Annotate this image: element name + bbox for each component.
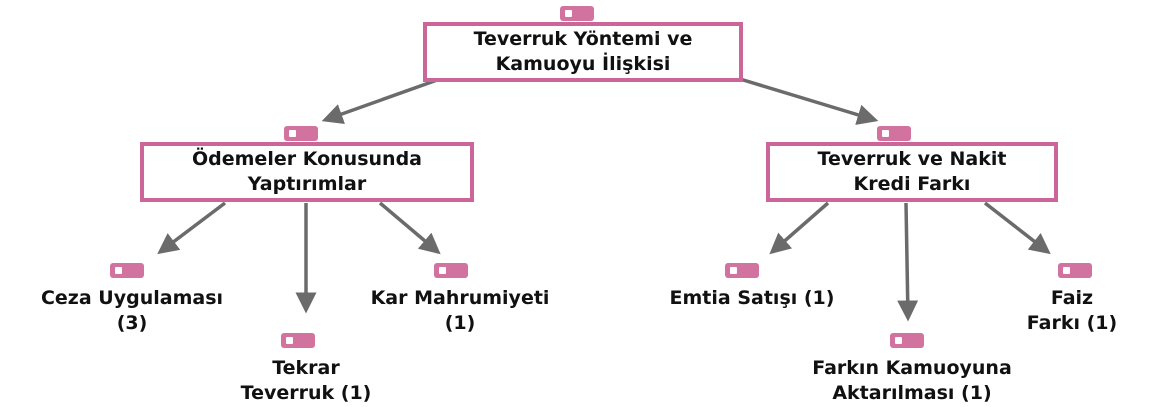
branch-node-label: Teverruk ve Nakit Kredi Farkı — [817, 148, 1007, 195]
leaf-node-faiz[interactable]: Faiz Farkı (1) — [1026, 287, 1118, 334]
arrow-root-to-branch-left — [321, 77, 441, 125]
pink-label-tag-icon — [877, 126, 911, 141]
branch-node-payment-sanctions[interactable]: Ödemeler Konusunda Yaptırımlar — [140, 142, 474, 202]
pink-label-tag-icon — [560, 6, 594, 21]
pink-label-tag-icon — [284, 126, 318, 141]
pink-label-tag-icon — [725, 263, 759, 278]
pink-label-tag-icon — [1058, 263, 1092, 278]
root-node-label: Teverruk Yöntemi ve Kamuoyu İlişkisi — [473, 28, 693, 75]
root-node[interactable]: Teverruk Yöntemi ve Kamuoyu İlişkisi — [423, 22, 743, 82]
arrow-right-to-emtia — [769, 201, 830, 255]
arrow-left-to-ceza — [157, 201, 227, 255]
arrow-left-to-kar — [378, 201, 441, 255]
arrow-right-to-faiz — [983, 201, 1051, 255]
branch-node-label: Ödemeler Konusunda Yaptırımlar — [192, 148, 422, 195]
pink-label-tag-icon — [110, 263, 144, 278]
arrow-right-to-farkin — [897, 202, 919, 322]
pink-label-tag-icon — [281, 333, 315, 348]
pink-label-tag-icon — [434, 263, 468, 278]
leaf-node-ceza[interactable]: Ceza Uygulaması (3) — [40, 287, 224, 334]
leaf-node-kar[interactable]: Kar Mahrumiyeti (1) — [370, 287, 550, 334]
pink-label-tag-icon — [890, 333, 924, 348]
leaf-node-farkin[interactable]: Farkın Kamuoyuna Aktarılması (1) — [812, 357, 1012, 404]
arrow-root-to-branch-right — [739, 77, 879, 125]
branch-node-credit-difference[interactable]: Teverruk ve Nakit Kredi Farkı — [766, 142, 1058, 202]
leaf-node-tekrar[interactable]: Tekrar Teverruk (1) — [240, 357, 372, 404]
leaf-node-emtia[interactable]: Emtia Satışı (1) — [669, 287, 835, 309]
